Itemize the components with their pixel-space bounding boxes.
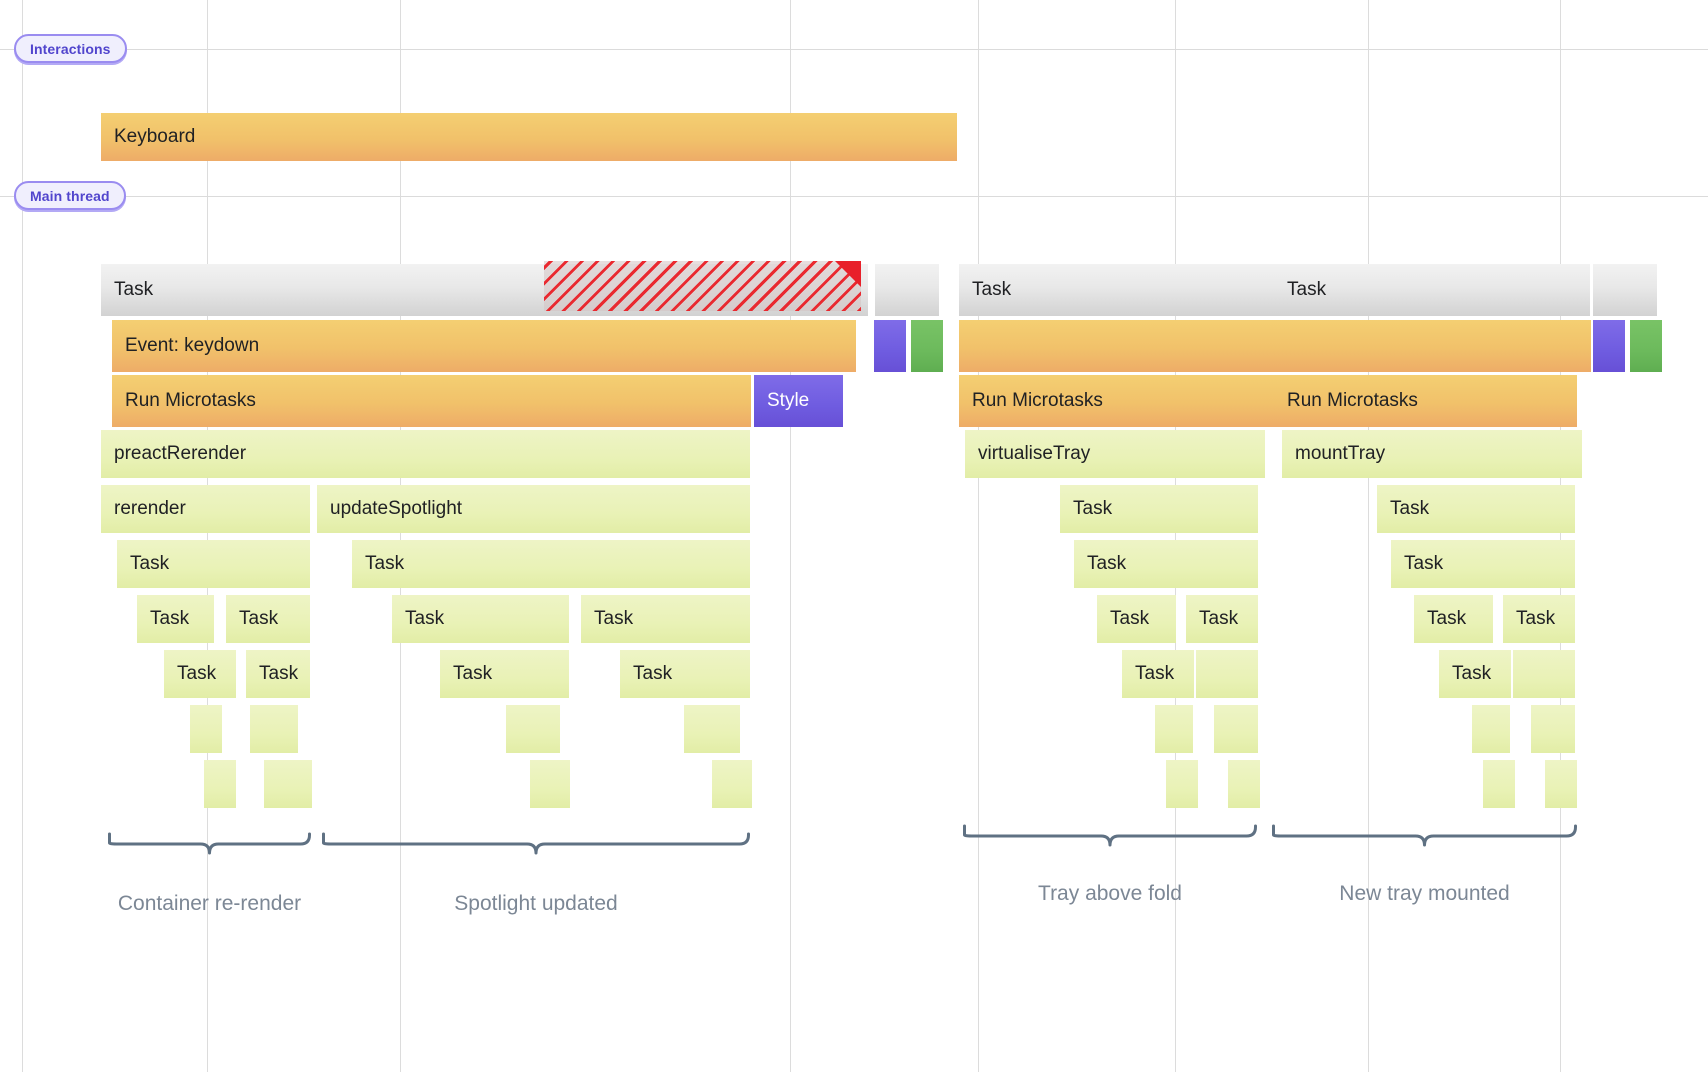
flame-block-42[interactable]	[1513, 650, 1575, 698]
flame-virtualisetray-17[interactable]: virtualiseTray	[965, 430, 1265, 478]
bracket-path	[1272, 824, 1577, 847]
annotation-label-tray-above-fold: Tray above fold	[1038, 882, 1182, 905]
flame-block-43[interactable]	[190, 705, 222, 753]
flame-block-40[interactable]	[1196, 650, 1258, 698]
flame-block-46[interactable]	[684, 705, 740, 753]
flame-task-30[interactable]: Task	[581, 595, 750, 643]
flame-block-58[interactable]	[1545, 760, 1577, 808]
flame-task-2[interactable]: Task	[959, 264, 1276, 316]
flame-block-51[interactable]	[204, 760, 236, 808]
flame-task-24[interactable]: Task	[352, 540, 750, 588]
flame-task-31[interactable]: Task	[1097, 595, 1176, 643]
flame-task-38[interactable]: Task	[620, 650, 750, 698]
flame-block-56[interactable]	[1228, 760, 1260, 808]
flame-task-21[interactable]: Task	[1060, 485, 1258, 533]
flame-block-50[interactable]	[1531, 705, 1575, 753]
flame-task-39[interactable]: Task	[1122, 650, 1194, 698]
flame-task-34[interactable]: Task	[1503, 595, 1575, 643]
flame-block-52[interactable]	[264, 760, 312, 808]
flame-task-27[interactable]: Task	[137, 595, 214, 643]
gridline-7	[1560, 0, 1561, 1072]
flame-task-28[interactable]: Task	[226, 595, 310, 643]
annotation-label-spotlight-updated: Spotlight updated	[454, 892, 618, 915]
bracket-1	[322, 832, 750, 859]
flame-task-23[interactable]: Task	[117, 540, 310, 588]
flame-block-10[interactable]	[1593, 320, 1625, 372]
flame-block-57[interactable]	[1483, 760, 1515, 808]
flame-task-36[interactable]: Task	[246, 650, 310, 698]
flame-block-4[interactable]	[1593, 264, 1658, 316]
gridline-4	[978, 0, 979, 1072]
gridline-0	[22, 0, 23, 1072]
bracket-3	[1272, 824, 1577, 851]
flame-style-13[interactable]: Style	[754, 375, 843, 427]
flame-task-37[interactable]: Task	[440, 650, 569, 698]
flame-block-45[interactable]	[506, 705, 560, 753]
annotation-label-new-tray-mounted: New tray mounted	[1339, 882, 1510, 905]
flame-task-32[interactable]: Task	[1186, 595, 1258, 643]
track-pill-main-thread[interactable]: Main thread	[14, 181, 126, 210]
flame-block-44[interactable]	[250, 705, 298, 753]
flame-block-6[interactable]	[874, 320, 906, 372]
flame-event-keydown-5[interactable]: Event: keydown	[112, 320, 856, 372]
flame-task-3[interactable]: Task	[1274, 264, 1591, 316]
bracket-0	[108, 832, 311, 859]
flame-run-microtasks-14[interactable]: Run Microtasks	[959, 375, 1276, 427]
flame-task-35[interactable]: Task	[164, 650, 236, 698]
flame-block-1[interactable]	[875, 264, 940, 316]
flame-block-9[interactable]	[1274, 320, 1591, 372]
flame-block-48[interactable]	[1214, 705, 1258, 753]
flame-task-25[interactable]: Task	[1074, 540, 1258, 588]
flame-preactrerender-16[interactable]: preactRerender	[101, 430, 750, 478]
bracket-path	[322, 832, 750, 855]
bracket-path	[108, 832, 311, 855]
flame-block-49[interactable]	[1472, 705, 1510, 753]
bracket-2	[963, 824, 1257, 851]
flame-task-26[interactable]: Task	[1391, 540, 1575, 588]
flame-block-55[interactable]	[1166, 760, 1198, 808]
gridline-2	[400, 0, 401, 1072]
flame-run-microtasks-12[interactable]: Run Microtasks	[112, 375, 751, 427]
flame-updatespotlight-20[interactable]: updateSpotlight	[317, 485, 750, 533]
track-pill-interactions[interactable]: Interactions	[14, 34, 127, 63]
gridline-3	[790, 0, 791, 1072]
long-task-warning-overlay[interactable]	[544, 261, 861, 311]
flame-task-33[interactable]: Task	[1414, 595, 1493, 643]
flame-block-54[interactable]	[712, 760, 752, 808]
flame-task-41[interactable]: Task	[1439, 650, 1511, 698]
gridline-1	[207, 0, 208, 1072]
flame-run-microtasks-15[interactable]: Run Microtasks	[1274, 375, 1577, 427]
flame-block-53[interactable]	[530, 760, 570, 808]
flame-block-11[interactable]	[1630, 320, 1662, 372]
long-task-corner-triangle-icon	[835, 261, 861, 287]
flame-mounttray-18[interactable]: mountTray	[1282, 430, 1582, 478]
interactions-track-divider	[0, 49, 1708, 50]
flame-block-8[interactable]	[959, 320, 1276, 372]
flame-block-7[interactable]	[911, 320, 943, 372]
annotation-label-container-re-render: Container re-render	[117, 892, 302, 915]
bracket-path	[963, 824, 1257, 847]
flame-rerender-19[interactable]: rerender	[101, 485, 310, 533]
gridline-5	[1175, 0, 1176, 1072]
interaction-keyboard-0[interactable]: Keyboard	[101, 113, 957, 161]
flame-block-47[interactable]	[1155, 705, 1193, 753]
gridline-6	[1368, 0, 1369, 1072]
flame-task-22[interactable]: Task	[1377, 485, 1575, 533]
main-thread-track-divider	[0, 196, 1708, 197]
flame-task-29[interactable]: Task	[392, 595, 569, 643]
